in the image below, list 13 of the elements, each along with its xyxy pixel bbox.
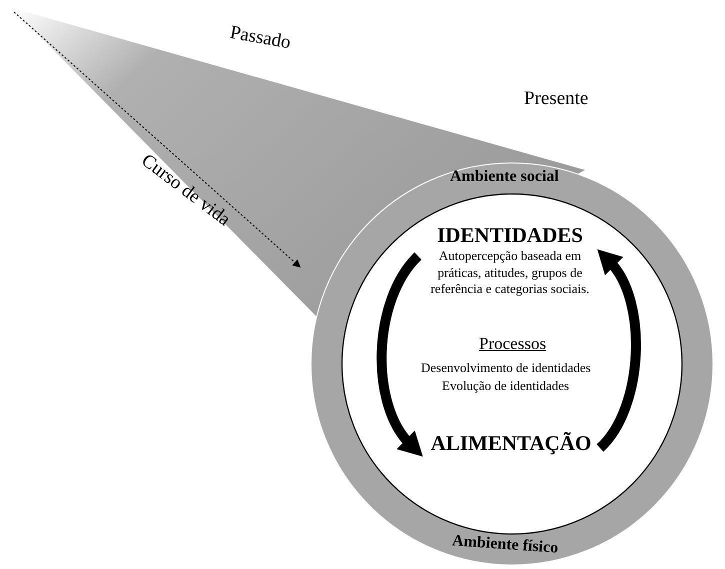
section-heading: Processos (479, 334, 546, 354)
ring-label: Ambiente físico (452, 532, 559, 558)
process-item: Desenvolvimento de identidades (421, 360, 591, 376)
time-label: Passado (228, 22, 292, 54)
time-label: Presente (524, 88, 588, 110)
node-description: Autopercepção baseada em práticas, atitudes, grupos de referência e categorias sociais. (430, 248, 590, 297)
node-heading: ALIMENTAÇÃO (430, 430, 592, 456)
environment-ring (310, 162, 714, 566)
node-heading: IDENTIDADES (437, 222, 583, 248)
ring-label: Ambiente social (450, 168, 559, 186)
curved-arrow (376, 252, 422, 458)
curved-arrow (596, 248, 641, 452)
process-item: Evolução de identidades (442, 378, 570, 394)
